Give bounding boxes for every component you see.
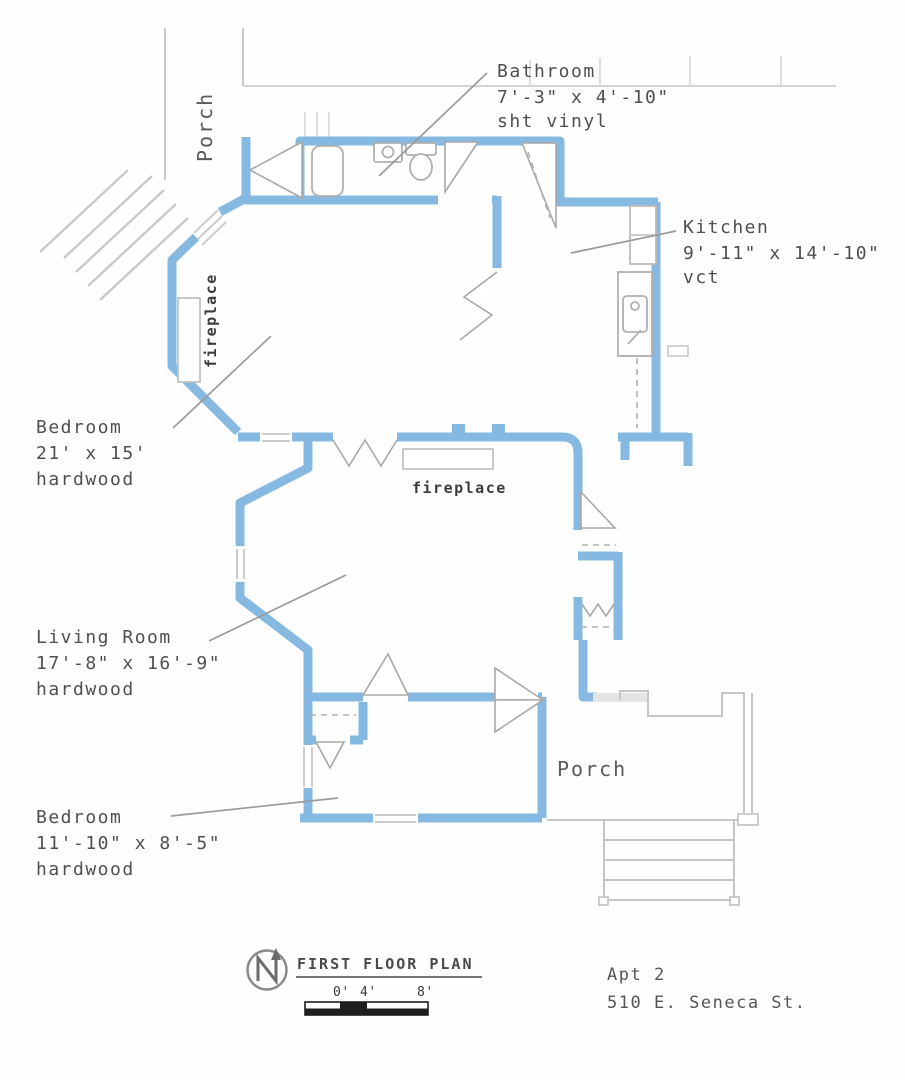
wall-living-right: [238, 432, 623, 702]
fireplace-center-box: [402, 448, 494, 470]
bedroom-side-window: [303, 747, 313, 787]
living-room-leader: [208, 574, 347, 642]
fireplace-left-label: fireplace: [202, 273, 220, 368]
north-arrow-icon: [246, 949, 288, 991]
step-foot-left: [598, 896, 609, 906]
porch-steps: [603, 820, 735, 903]
leader-lines: [170, 72, 677, 817]
bathroom-name: Bathroom: [497, 61, 596, 82]
kitchen-floor: vct: [683, 267, 720, 288]
kitchen-fixtures: [617, 271, 689, 428]
north-arrowhead: [271, 948, 281, 960]
bedroom-door-swing: [361, 652, 410, 696]
living-bay-window: [236, 549, 245, 579]
porch-top-edge: [619, 690, 745, 820]
entry-door-dash: [527, 151, 551, 219]
scale-bar-seg3: [367, 1008, 428, 1015]
back-nook-window: [581, 602, 615, 618]
bedroom-upper-floor: hardwood: [36, 469, 135, 490]
roof-ticks: [529, 56, 782, 86]
doors: [248, 140, 617, 770]
north-letter: [256, 953, 278, 986]
porch-post-foot: [737, 813, 759, 826]
fireplace-center-label: fireplace: [412, 479, 507, 497]
plan-title: FIRST FLOOR PLAN: [297, 955, 474, 973]
scale-bar-seg1: [305, 1008, 340, 1015]
kitchen-sink-icon: [622, 295, 648, 333]
bedroom-lower-floor: hardwood: [36, 859, 135, 880]
bedroom-upper-leader: [172, 335, 272, 429]
chimney-stub: [452, 424, 465, 437]
living-door-zigzag: [332, 438, 398, 468]
living-room-floor: hardwood: [36, 679, 135, 700]
stair-treads: [39, 169, 189, 301]
title-block: FIRST FLOOR PLAN 0' 4' 8' Apt 2 510 E. S…: [246, 948, 807, 1016]
porch-door-leaf-a: [494, 666, 546, 701]
upper-porch-outline: [164, 28, 836, 180]
upper-stairs: [39, 169, 189, 301]
walls: [167, 136, 693, 823]
bathroom-leader: [378, 72, 488, 177]
entry-rails: [304, 112, 330, 138]
room-labels: Bathroom 7'-3" x 4'-10" sht vinyl Kitche…: [36, 61, 880, 880]
wall-bottom-section: [235, 441, 547, 823]
scale-tick-8: 8': [417, 985, 434, 1000]
closet-door-swing: [314, 741, 346, 770]
bedroom-bottom-window: [375, 814, 416, 823]
scale-bar: 0' 4' 8': [304, 985, 434, 1016]
bathroom-dims: 7'-3" x 4'-10": [497, 87, 670, 108]
bedroom-lower-leader: [170, 797, 339, 817]
living-room-dims: 17'-8" x 16'-9": [36, 653, 221, 674]
kitchen-leader: [570, 230, 677, 254]
bedroom-lower-dims: 11'-10" x 8'-5": [36, 833, 221, 854]
front-door-swing: [248, 140, 303, 200]
fireplaces: [177, 297, 494, 470]
windows: [193, 205, 657, 823]
bathtub-icon: [311, 145, 344, 197]
porch-door-leaf-b: [494, 699, 546, 734]
fireplace-left-box: [177, 297, 201, 383]
kitchen-faucet-icon: [630, 301, 640, 311]
porch-upper-label: Porch: [193, 92, 217, 162]
scale-tick-4: 4': [360, 985, 377, 1000]
wall-top-section: [240, 136, 693, 466]
kitchen-sink-line: [627, 329, 642, 345]
scale-tick-0: 0': [333, 985, 350, 1000]
living-room-name: Living Room: [36, 627, 172, 648]
bedroom-upper-dims: 21' x 15': [36, 443, 147, 464]
bedroom-lower-name: Bedroom: [36, 807, 122, 828]
bedroom-upper-name: Bedroom: [36, 417, 122, 438]
chimney-stub: [492, 424, 505, 437]
apartment-label: Apt 2: [607, 965, 666, 985]
lower-porch: [547, 690, 759, 906]
kitchen-shelf: [667, 345, 689, 357]
scale-bar-seg2: [340, 1002, 367, 1015]
sink-basin-icon: [381, 145, 395, 159]
address-label: 510 E. Seneca St.: [607, 993, 807, 1013]
bathroom-door-swing: [444, 141, 480, 195]
double-door-zigzag: [459, 271, 498, 341]
hall-door-swing: [580, 489, 617, 529]
living-top-window: [262, 433, 290, 442]
porch-lower-label: Porch: [557, 757, 627, 781]
bathroom-fixtures: [311, 142, 437, 197]
bathroom-floor: sht vinyl: [497, 111, 608, 132]
toilet-bowl-icon: [409, 153, 433, 181]
step-foot-right: [729, 896, 740, 906]
kitchen-dims: 9'-11" x 14'-10": [683, 243, 880, 264]
bay-window-upper: [193, 209, 227, 246]
kitchen-name: Kitchen: [683, 217, 769, 238]
